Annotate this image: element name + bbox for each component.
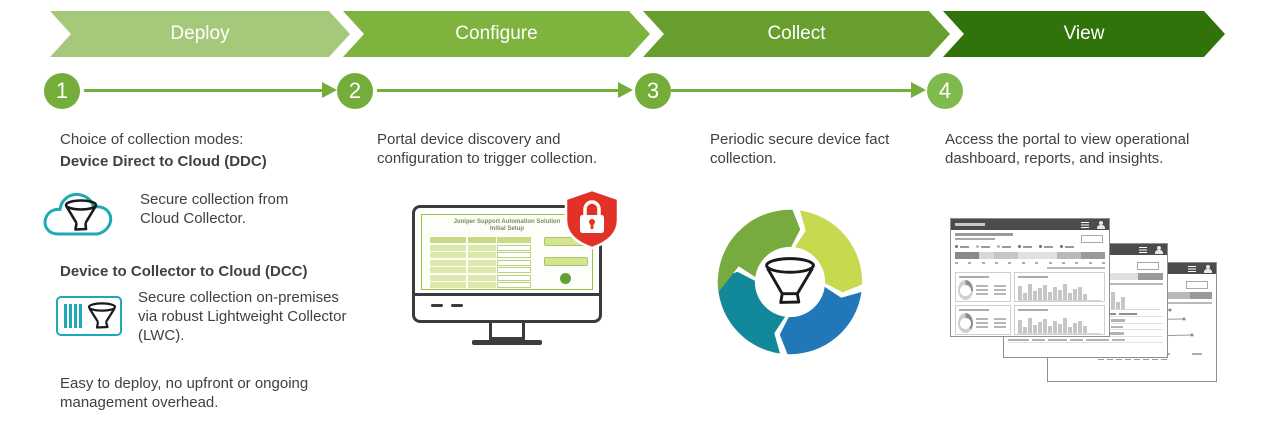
collection-cycle-diagram: [717, 209, 863, 355]
monitor-screen: Juniper Support Automation Solution Init…: [415, 208, 599, 296]
ddc-desc-text: Secure collection from Cloud Collector.: [140, 191, 289, 227]
donut-chart: [958, 280, 973, 300]
arrow-3-head-icon: [911, 82, 926, 98]
user-avatar-icon: [1096, 220, 1105, 229]
funnel-icon: [765, 257, 815, 304]
menu-icon: [1081, 221, 1089, 224]
bar-panel: [1014, 305, 1105, 335]
cycle-segment-chartreuse: [794, 210, 863, 293]
dashboard-logo: [955, 222, 985, 227]
tick-row: [955, 262, 1105, 264]
nav-bar: [955, 252, 1105, 259]
view-text: Access the portal to view operational da…: [945, 131, 1190, 167]
monitor-stand-neck: [489, 323, 525, 340]
arrow-2-head-icon: [618, 82, 633, 98]
status-dot: [560, 273, 571, 284]
setup-button: [544, 257, 588, 266]
setup-app-panel: Juniper Support Automation Solution Init…: [421, 214, 593, 290]
arrow-1-line: [84, 89, 322, 92]
donut-panel: [955, 305, 1011, 335]
ddc-title: Device Direct to Cloud (DDC): [60, 153, 267, 170]
bezel-dash: [431, 304, 443, 307]
arrow-2-line: [377, 89, 618, 92]
dcc-title: Device to Collector to Cloud (DCC): [60, 263, 308, 280]
chart-legend: [1052, 358, 1212, 360]
donut-panel: [955, 272, 1011, 302]
menu-icon: [1188, 265, 1196, 268]
bezel-dash: [451, 304, 463, 307]
monitor-bezel: [415, 296, 599, 316]
user-avatar-icon: [1203, 264, 1212, 273]
funnel-icon: [64, 199, 98, 231]
bar-chart: [1018, 314, 1101, 334]
step-chevron-view: View: [943, 11, 1225, 57]
monitor-illustration: Juniper Support Automation Solution Init…: [412, 205, 602, 323]
dashboard-header: [951, 219, 1109, 230]
step-circle-4: 4: [927, 73, 963, 109]
bar-chart: [1018, 281, 1101, 301]
monitor-stand-base: [472, 340, 542, 345]
lwc-stripe: [69, 304, 72, 328]
lwc-icon: [56, 296, 122, 336]
user-avatar-icon: [1154, 245, 1163, 254]
stats-row: [955, 245, 1105, 248]
lock-icon: [580, 200, 604, 233]
tag-input: [1186, 281, 1208, 289]
setup-app-title: Juniper Support Automation Solution Init…: [453, 219, 561, 232]
lwc-stripe: [74, 304, 77, 328]
cycle-segment-blue: [779, 286, 862, 355]
secure-shield-icon: [564, 188, 620, 250]
dcc-desc-text: Secure collection on-premises via robust…: [138, 289, 347, 344]
funnel-icon: [87, 302, 117, 329]
setup-table: [430, 237, 531, 288]
collect-text: Periodic secure device fact collection.: [710, 131, 890, 167]
dashboard-window-front: [950, 218, 1110, 337]
tag-input: [1137, 262, 1159, 270]
arrow-3-line: [671, 89, 911, 92]
lwc-stripe: [64, 304, 67, 328]
step-circle-3: 3: [635, 73, 671, 109]
step-circle-2: 2: [337, 73, 373, 109]
cycle-segment-green: [717, 209, 801, 293]
menu-icon: [1139, 246, 1147, 249]
deploy-intro-text: Choice of collection modes:: [60, 131, 244, 148]
cloud-collector-icon: [43, 192, 113, 236]
step-chevron-deploy: Deploy: [50, 11, 350, 57]
arrow-1-head-icon: [322, 82, 337, 98]
bar-panel: [1014, 272, 1105, 302]
tag-input: [1081, 235, 1103, 243]
cycle-segment-teal: [717, 271, 786, 354]
deploy-footer-text: Easy to deploy, no upfront or ongoing ma…: [60, 375, 309, 411]
step-chevron-configure: Configure: [343, 11, 650, 57]
donut-chart: [958, 313, 973, 333]
lwc-stripe: [79, 304, 82, 328]
step-chevron-collect: Collect: [643, 11, 950, 57]
configure-text: Portal device discovery and configuratio…: [377, 131, 598, 167]
step-circle-1: 1: [44, 73, 80, 109]
